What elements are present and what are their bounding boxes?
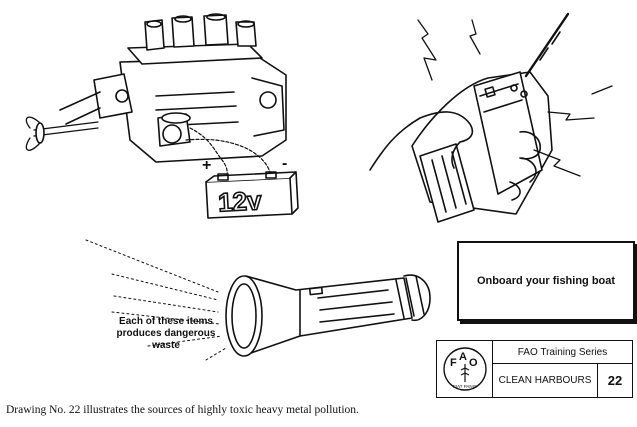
fao-logo-letter-o: O [469,357,478,369]
battery-plus-sign: + [202,157,211,174]
fao-logo-letter-a: A [459,351,467,363]
battery-voltage-label: 12v [217,185,262,217]
battery-drawing [205,171,299,219]
flashlight-drawing [85,239,431,361]
fao-logo-icon: F A O FIAT PANIS [442,347,487,391]
series-name: CLEAN HARBOURS [493,364,598,397]
boat-label-text: Onboard your fishing boat [476,275,616,287]
radio-drawing [369,12,613,223]
dangerous-waste-note: Each of these items produces dangerous w… [116,316,216,351]
figure-caption: Drawing No. 22 illustrates the sources o… [6,404,359,416]
training-series-label: FAO Training Series [493,341,632,364]
drawing-number: 22 [607,373,623,388]
battery-minus-sign: - [282,155,287,172]
fao-logo-motto: FIAT PANIS [453,384,477,389]
boat-label-box: Onboard your fishing boat [457,241,635,321]
title-block: F A O FIAT PANIS FAO Training Series CLE… [436,340,633,398]
fao-logo: F A O FIAT PANIS [437,341,493,397]
engine-drawing [25,13,287,163]
fao-logo-letter-f: F [450,357,457,369]
